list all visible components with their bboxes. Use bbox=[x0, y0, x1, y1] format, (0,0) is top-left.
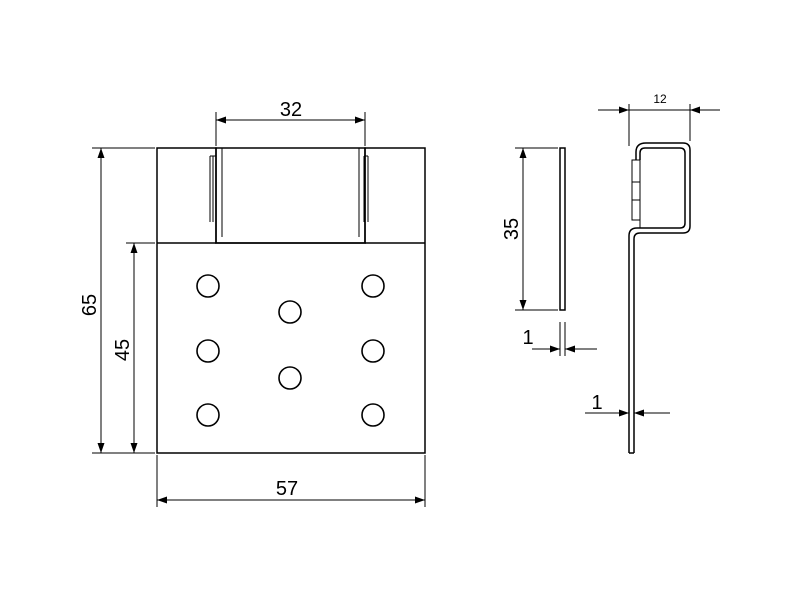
dimension-side-thickness: 1 bbox=[522, 322, 597, 356]
bracket-profile-outer bbox=[628, 147, 686, 453]
mounting-hole bbox=[196, 274, 220, 298]
dimension-label-side-height: 35 bbox=[501, 218, 523, 240]
bracket-clip bbox=[631, 159, 641, 221]
dimension-bottom-width: 57 bbox=[156, 455, 426, 507]
mounting-hole bbox=[361, 403, 385, 427]
bracket-profile-inner bbox=[633, 142, 691, 453]
profile-view bbox=[628, 142, 691, 454]
dimension-profile-depth: 12 bbox=[598, 92, 720, 146]
mounting-hole bbox=[361, 339, 385, 363]
front-view bbox=[156, 147, 426, 454]
dimension-label-top-width: 32 bbox=[280, 99, 302, 121]
dimension-lower-height: 45 bbox=[112, 242, 155, 453]
hinge-tab bbox=[215, 147, 366, 244]
dimension-side-height: 35 bbox=[501, 147, 558, 311]
dimension-label-profile-depth: 12 bbox=[653, 92, 667, 106]
dimension-label-profile-thickness: 1 bbox=[591, 392, 602, 414]
dimension-profile-thickness: 1 bbox=[585, 392, 670, 417]
dimension-label-side-thickness: 1 bbox=[522, 327, 533, 349]
mounting-hole bbox=[196, 339, 220, 363]
mounting-hole bbox=[196, 403, 220, 427]
dimension-total-height: 65 bbox=[79, 147, 155, 454]
mounting-hole bbox=[361, 274, 385, 298]
side-strip bbox=[559, 147, 566, 311]
dimension-label-lower-height: 45 bbox=[112, 339, 134, 361]
side-view bbox=[559, 147, 566, 311]
dimension-label-bottom-width: 57 bbox=[276, 478, 298, 500]
mounting-hole bbox=[278, 300, 302, 324]
dimension-label-total-height: 65 bbox=[79, 294, 101, 316]
dimension-top-width: 32 bbox=[215, 99, 366, 146]
mounting-hole bbox=[278, 366, 302, 390]
